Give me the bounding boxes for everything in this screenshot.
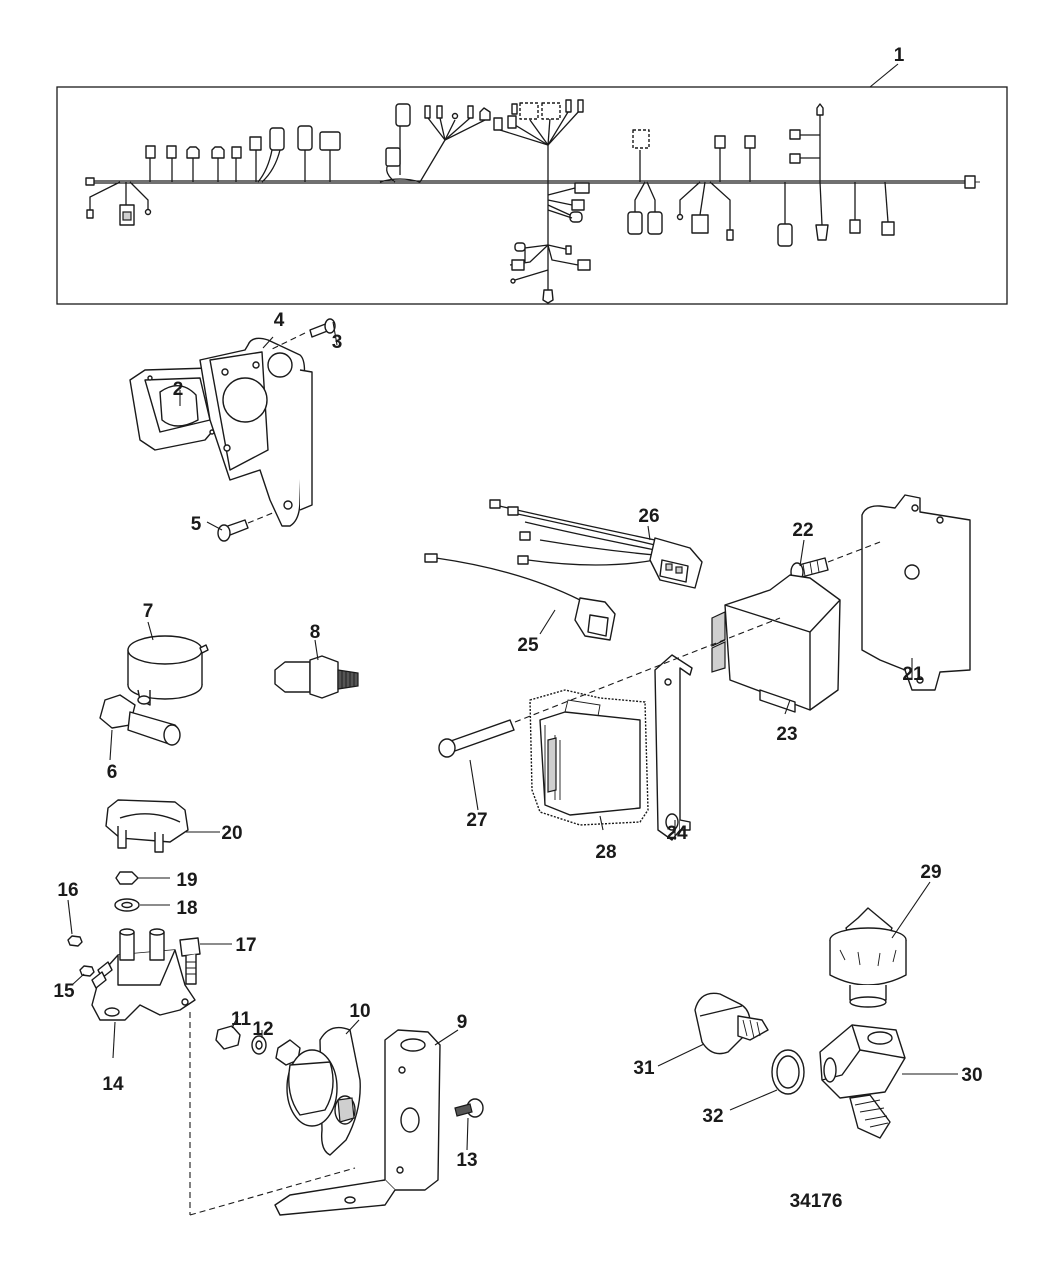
washer-part-32 [729,1049,805,1111]
callout-19: 19 [176,870,197,891]
callout-12: 12 [252,1019,273,1040]
bracket-part-4 [199,337,313,527]
callout-6: 6 [107,762,118,783]
callout-23: 23 [776,724,797,745]
bolt-part-13 [454,1098,484,1151]
callout-5: 5 [191,514,202,535]
clip-part-20 [105,799,220,853]
plug-part-31 [657,992,769,1067]
nut-part-19 [115,871,170,885]
callout-32: 32 [702,1106,723,1127]
callout-20: 20 [221,823,242,844]
callout-15: 15 [53,981,75,1002]
callout-22: 22 [792,520,813,541]
callout-10: 10 [349,1001,370,1022]
wiring-harness-part-1 [56,63,1008,305]
washer-part-18 [114,898,170,912]
callout-11: 11 [231,1009,252,1030]
adapter-part-6 [99,694,181,761]
callout-17: 17 [235,935,256,956]
bolt-part-5 [217,511,276,542]
callout-26: 26 [638,506,659,527]
callout-3: 3 [332,332,343,353]
washer-part-12 [251,1030,267,1055]
callout-labels: 1 2 3 4 5 6 7 8 9 10 11 12 13 14 15 16 1… [53,45,982,1171]
callout-9: 9 [457,1012,468,1033]
ecm-part-28 [529,689,649,831]
callout-28: 28 [595,842,616,863]
boot-part-2 [129,367,223,451]
callout-29: 29 [920,862,941,883]
bracket-part-9 [189,1029,459,1216]
callout-8: 8 [310,622,321,643]
callout-16: 16 [57,880,78,901]
bolt-part-3 [269,318,336,351]
callout-14: 14 [102,1074,124,1095]
solenoid-part-14 [91,928,196,1059]
callout-31: 31 [633,1058,655,1079]
callout-30: 30 [961,1065,982,1086]
callout-2: 2 [173,379,184,400]
sender-part-8 [274,639,359,699]
sender-part-7 [127,621,209,706]
callout-1: 1 [894,45,905,66]
callout-21: 21 [902,664,924,685]
adapter-part-30 [819,1024,958,1139]
callout-18: 18 [176,898,197,919]
callout-4: 4 [274,310,285,331]
bolt-part-11 [215,1015,241,1050]
mounting-bracket-assembly [129,318,338,542]
harness-part-26 [489,499,703,589]
bracket-part-21 [861,494,971,691]
bolt-part-17 [179,937,232,985]
nut-part-15 [71,965,95,986]
reference-number: 34176 [790,1191,843,1212]
sender-part-29 [829,881,931,1008]
bolt-part-27 [438,617,781,811]
module-part-23 [711,574,841,715]
callout-7: 7 [143,601,154,622]
callout-24: 24 [666,823,688,844]
harness-part-25 [424,553,616,641]
bracket-part-24 [654,654,693,841]
callout-27: 27 [466,810,487,831]
nut-part-16 [67,899,83,947]
switch-part-10 [275,1019,361,1156]
callout-25: 25 [517,635,539,656]
callout-13: 13 [456,1150,477,1171]
